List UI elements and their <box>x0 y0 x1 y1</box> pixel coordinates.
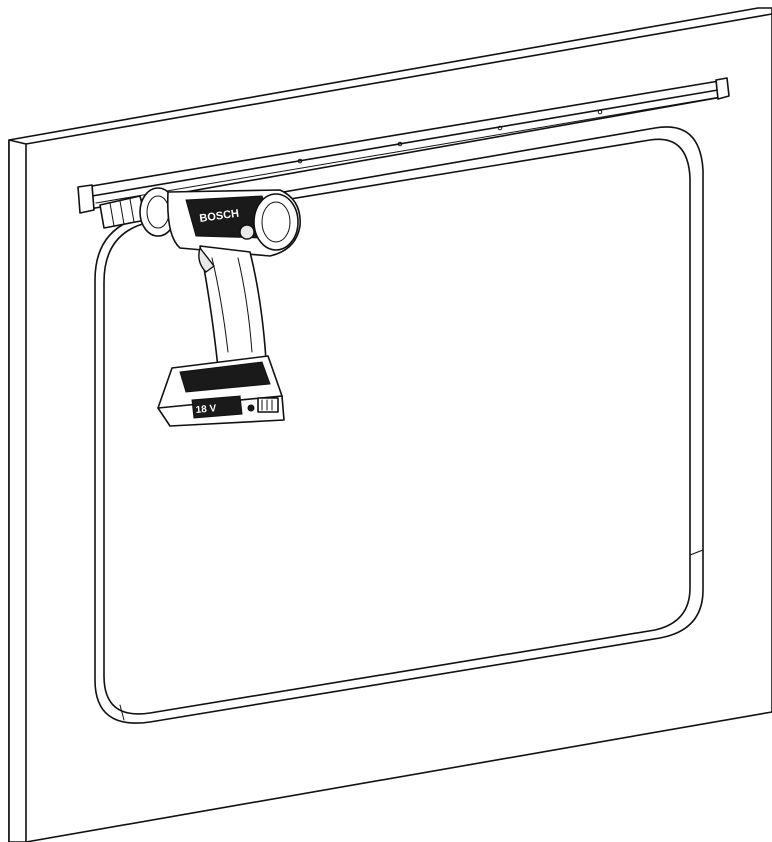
battery-voltage-label: 18 V <box>195 403 217 416</box>
window-opening <box>94 126 704 724</box>
cordless-drill: BOSCH 18 V <box>99 187 301 427</box>
drill-brand-label: BOSCH <box>199 208 240 225</box>
mounting-rail <box>77 77 730 214</box>
